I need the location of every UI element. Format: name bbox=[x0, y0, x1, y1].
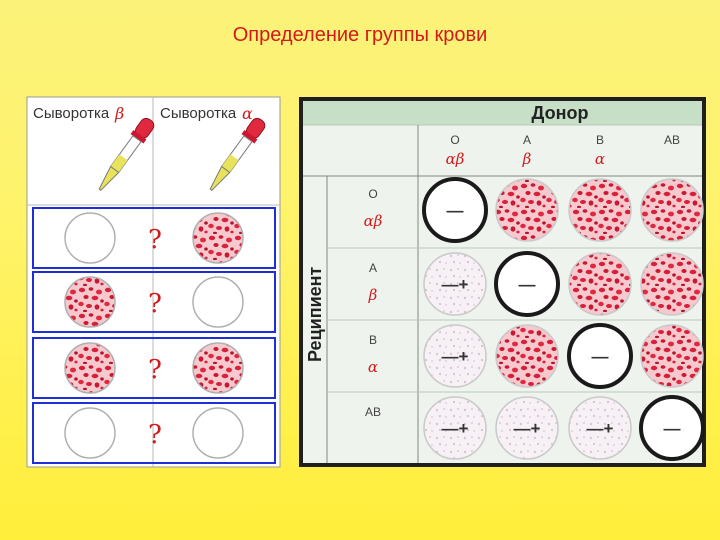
reaction-cell bbox=[568, 178, 632, 242]
reaction-mark: —+ bbox=[442, 419, 469, 438]
reaction-cell bbox=[568, 252, 632, 316]
reaction-mark: — bbox=[592, 347, 609, 366]
reaction-cell bbox=[639, 395, 705, 461]
reaction-cell bbox=[495, 324, 559, 388]
serum-alpha-well bbox=[192, 276, 244, 328]
reaction-mark: — bbox=[664, 419, 681, 438]
recipient-group-label: AB bbox=[365, 405, 381, 419]
donor-label: Донор bbox=[532, 103, 589, 123]
dropper-alpha-icon bbox=[209, 117, 266, 191]
test-row-frame bbox=[32, 402, 276, 464]
serum-beta-well bbox=[64, 212, 116, 264]
recipient-antibody-label: α bbox=[368, 358, 378, 376]
reaction-cell bbox=[640, 324, 704, 388]
reaction-cell bbox=[423, 252, 487, 316]
recipient-group-label: O bbox=[368, 187, 377, 201]
reaction-cell bbox=[495, 396, 559, 460]
donor-group-label: B bbox=[596, 133, 604, 147]
reaction-cell bbox=[640, 252, 704, 316]
reaction-cell bbox=[495, 178, 559, 242]
serum-alpha-well bbox=[192, 342, 244, 394]
dropper-beta-icon bbox=[98, 117, 155, 191]
donor-group-label: A bbox=[523, 133, 531, 147]
reaction-mark: — bbox=[519, 275, 536, 294]
serum-alpha-well bbox=[192, 212, 244, 264]
page-title: Определение группы крови bbox=[232, 24, 488, 46]
unknown-result-mark: ? bbox=[148, 289, 162, 319]
recipient-group-label: A bbox=[369, 261, 377, 275]
serum-beta-well bbox=[64, 342, 116, 394]
donor-antibody-label: αβ bbox=[446, 150, 465, 168]
recipient-antibody-label: αβ bbox=[364, 212, 383, 230]
reaction-cell bbox=[567, 323, 633, 389]
serum-panel: Сыворотка β Сыворотка α ???? bbox=[26, 96, 281, 468]
donor-group-label: O bbox=[450, 133, 459, 147]
reaction-cell bbox=[640, 178, 704, 242]
reaction-cell bbox=[422, 177, 488, 243]
serum-alpha-symbol: α bbox=[242, 104, 253, 123]
reaction-mark: —+ bbox=[514, 419, 541, 438]
unknown-result-mark: ? bbox=[148, 225, 162, 255]
serum-beta-symbol: β bbox=[114, 104, 124, 123]
reaction-mark: —+ bbox=[587, 419, 614, 438]
recipient-label: Реципиент bbox=[305, 266, 325, 362]
donor-antibody-label: α bbox=[595, 150, 605, 168]
unknown-result-mark: ? bbox=[148, 355, 162, 385]
reaction-cell bbox=[423, 324, 487, 388]
reaction-mark: —+ bbox=[442, 347, 469, 366]
serum-beta-well bbox=[64, 407, 116, 459]
serum-beta-label: Сыворотка bbox=[33, 105, 110, 122]
reaction-mark: —+ bbox=[442, 275, 469, 294]
unknown-result-mark: ? bbox=[148, 420, 162, 450]
reaction-cell bbox=[423, 396, 487, 460]
compatibility-table: Донор Реципиент OαβAβBαABOαβAβBαAB——+——+… bbox=[299, 97, 706, 467]
serum-alpha-label: Сыворотка bbox=[160, 105, 237, 122]
reaction-mark: — bbox=[447, 201, 464, 220]
donor-antibody-label: β bbox=[522, 150, 532, 168]
serum-beta-well bbox=[64, 276, 116, 328]
test-row-frame bbox=[32, 207, 276, 269]
test-row-frame bbox=[32, 337, 276, 399]
recipient-antibody-label: β bbox=[368, 286, 378, 304]
test-rows: ???? bbox=[32, 207, 276, 464]
test-row-frame bbox=[32, 271, 276, 333]
reaction-cell bbox=[494, 251, 560, 317]
reaction-cell bbox=[568, 396, 632, 460]
serum-alpha-well bbox=[192, 407, 244, 459]
recipient-group-label: B bbox=[369, 333, 377, 347]
donor-group-label: AB bbox=[664, 133, 680, 147]
